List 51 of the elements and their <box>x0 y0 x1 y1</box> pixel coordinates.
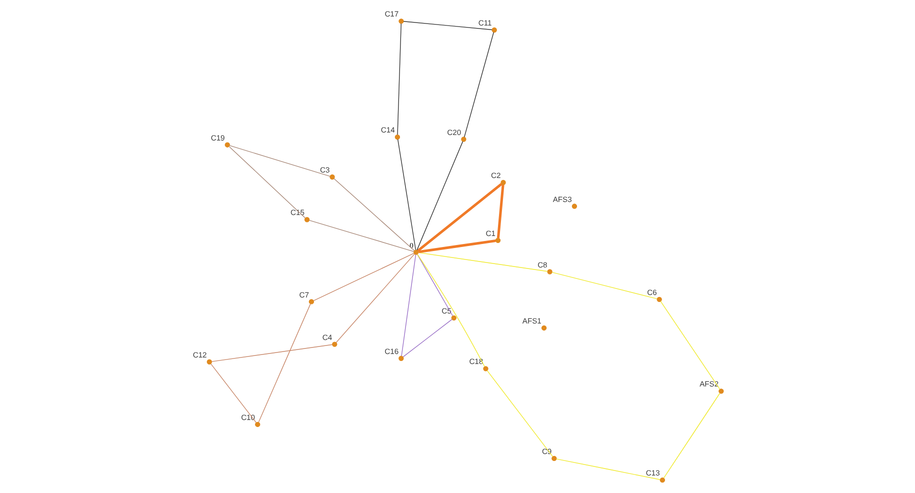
node-circle <box>206 359 212 364</box>
connector <box>210 344 332 362</box>
connector <box>396 23 401 136</box>
connector <box>312 252 414 302</box>
connector <box>333 178 414 252</box>
connector <box>396 139 416 250</box>
node-circle <box>540 325 546 331</box>
node-circle <box>482 366 488 372</box>
node-circle <box>460 136 466 142</box>
connector <box>660 300 720 390</box>
connector <box>228 146 305 218</box>
node-circle <box>332 342 337 347</box>
node-circle <box>500 180 506 186</box>
node-circle <box>398 356 404 361</box>
connector <box>228 145 330 177</box>
connector <box>418 239 496 254</box>
node-circle <box>224 142 230 148</box>
connector <box>416 254 452 316</box>
connector <box>402 319 452 358</box>
connector <box>258 303 310 423</box>
node-circle <box>718 388 724 394</box>
node-circle <box>412 250 418 255</box>
connector <box>335 254 414 343</box>
node-circle <box>450 315 456 321</box>
node-circle <box>394 134 400 140</box>
node-circle <box>494 238 500 243</box>
connector <box>486 370 553 457</box>
connector <box>418 252 548 272</box>
connector <box>416 141 463 250</box>
node-circle <box>571 204 577 209</box>
connector <box>416 182 502 252</box>
connector <box>496 184 504 238</box>
node-circle <box>551 456 556 462</box>
connector <box>463 32 494 138</box>
node-circle <box>546 269 552 274</box>
node-circle <box>491 27 496 33</box>
node-circle <box>659 477 665 483</box>
connector <box>416 254 484 367</box>
node-circle <box>308 299 314 304</box>
node-circle <box>254 422 260 428</box>
connector <box>402 21 492 30</box>
node-circle <box>656 296 662 302</box>
connector <box>551 272 657 300</box>
node-circle <box>304 217 310 222</box>
node-circle <box>329 174 334 180</box>
connector <box>308 220 414 252</box>
connector <box>662 393 720 478</box>
connector <box>556 458 660 480</box>
node-circle <box>398 18 404 24</box>
connector <box>210 363 256 423</box>
connector <box>400 254 416 356</box>
